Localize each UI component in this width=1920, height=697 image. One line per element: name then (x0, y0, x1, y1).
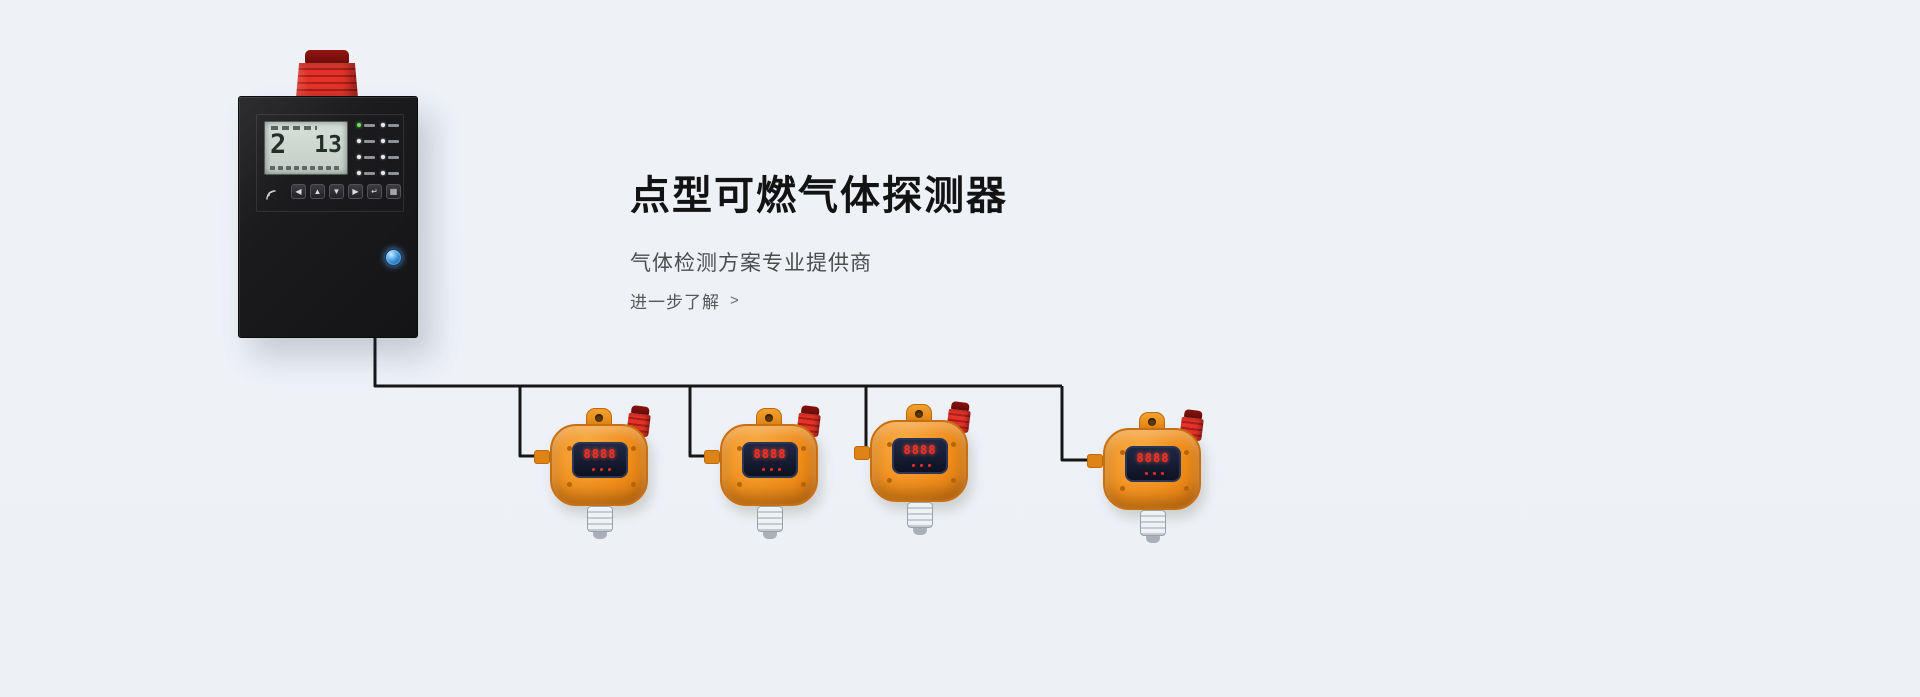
detector-display: 8888 (572, 442, 628, 478)
sensor-head (1140, 510, 1166, 536)
keypad: ◀ ▲ ▼ ▶ ↵ ▦ (291, 184, 401, 199)
sensor-tip (913, 528, 927, 535)
housing-bolts (737, 446, 742, 451)
page-title: 点型可燃气体探测器 (630, 174, 1008, 218)
device-key-menu: ▦ (386, 184, 401, 199)
detector-reading: 8888 (903, 443, 937, 457)
sensor-tip (593, 532, 607, 539)
detector-reading: 8888 (1136, 451, 1170, 465)
led-indicator (357, 123, 375, 127)
buzzer-icon (264, 183, 284, 201)
led-indicator (381, 139, 399, 143)
detector-display: 8888 (1125, 446, 1181, 482)
led-indicator (357, 171, 375, 175)
cable-gland (534, 450, 550, 464)
led-indicator-panel (357, 123, 399, 175)
detector-reading: 8888 (753, 447, 787, 461)
lcd-display: 2 13 (264, 121, 348, 175)
alarm-strobe-beacon (296, 50, 358, 98)
housing-bolts (887, 442, 892, 447)
detector-status-leds (762, 468, 765, 471)
lcd-info-row (270, 166, 342, 170)
housing-bolts (1120, 450, 1125, 455)
learn-more-label: 进一步了解 (630, 293, 720, 312)
sensor-tip (763, 532, 777, 539)
front-panel-outline (256, 114, 404, 212)
device-key-up: ▲ (310, 184, 325, 199)
lcd-status-row (271, 126, 317, 130)
device-key-right: ▶ (348, 184, 363, 199)
gas-detector-1: 8888 (534, 405, 660, 542)
led-indicator (381, 155, 399, 159)
device-key-down: ▼ (329, 184, 344, 199)
detector-status-leds (912, 464, 915, 467)
mounting-lug (756, 408, 782, 428)
lcd-reading-value: 13 (314, 131, 342, 158)
detector-display: 8888 (892, 438, 948, 474)
sensor-head (757, 506, 783, 532)
lcd-channel-value: 2 (270, 129, 287, 160)
led-indicator (357, 139, 375, 143)
cable-gland (1087, 454, 1103, 468)
beacon-cap (305, 50, 349, 63)
led-indicator (381, 123, 399, 127)
learn-more-link[interactable]: 进一步了解 > (630, 288, 740, 313)
gas-detector-4: 8888 (1087, 409, 1213, 546)
led-indicator (357, 155, 375, 159)
wire-trunk (373, 334, 1062, 388)
cable-gland (854, 446, 870, 460)
chevron-right-icon: > (730, 292, 740, 309)
device-key-enter: ↵ (367, 184, 382, 199)
detector-status-leds (592, 468, 595, 471)
detector-display: 8888 (742, 442, 798, 478)
page-subtitle: 气体检测方案专业提供商 (630, 252, 872, 275)
device-key-left: ◀ (291, 184, 306, 199)
gas-detector-2: 8888 (704, 405, 830, 542)
sensor-head (907, 502, 933, 528)
housing-bolts (567, 446, 572, 451)
detector-reading: 8888 (583, 447, 617, 461)
sensor-head (587, 506, 613, 532)
led-indicator (381, 171, 399, 175)
door-lock-button (385, 249, 402, 266)
controller-cabinet: 2 13 (238, 96, 418, 338)
detector-status-leds (1145, 472, 1148, 475)
gas-detector-3: 8888 (854, 401, 980, 538)
beacon-body (296, 63, 358, 98)
sensor-tip (1146, 536, 1160, 543)
cable-gland (704, 450, 720, 464)
